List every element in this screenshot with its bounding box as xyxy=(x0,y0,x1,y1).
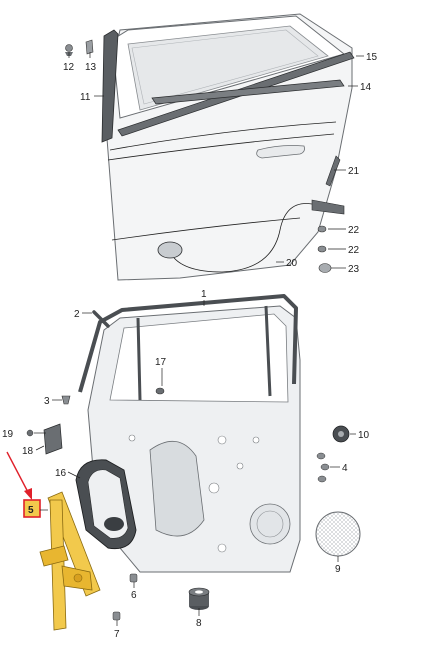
bolt-part-7 xyxy=(112,611,121,621)
bolt-part-22a xyxy=(317,225,327,233)
grommet-part-10 xyxy=(332,425,350,443)
window-seal-strip-14 xyxy=(151,79,345,105)
window-regulator-part-5 xyxy=(39,491,101,631)
callout-3: 3 xyxy=(44,396,50,407)
callout-23: 23 xyxy=(348,264,360,275)
door-handle xyxy=(256,145,305,159)
bracket-part-13 xyxy=(85,39,94,55)
callout-20: 20 xyxy=(286,258,298,269)
leader-lines xyxy=(34,52,364,626)
callout-15: 15 xyxy=(366,52,378,63)
callout-9: 9 xyxy=(335,564,341,575)
callout-19: 19 xyxy=(2,429,14,440)
highlight-indicator xyxy=(6,451,48,518)
bolt-part-17 xyxy=(155,387,165,395)
callout-6: 6 xyxy=(131,590,137,601)
callout-12: 12 xyxy=(63,62,75,73)
callout-2: 2 xyxy=(74,309,80,320)
callout-17: 17 xyxy=(155,357,167,368)
callouts: 12 13 11 15 14 21 22 22 23 20 1 2 17 3 1… xyxy=(2,52,378,640)
screw-part-19 xyxy=(26,429,34,437)
door-module-carrier-part-16 xyxy=(75,459,137,550)
tape-roll-part-8 xyxy=(188,587,210,610)
b-pillar-trim xyxy=(101,29,119,143)
handle-lever-part-21 xyxy=(325,155,341,187)
callout-14: 14 xyxy=(360,82,372,93)
inner-door-frame xyxy=(87,305,301,573)
callout-8: 8 xyxy=(196,618,202,629)
bolt-part-6 xyxy=(129,573,138,583)
callout-1: 1 xyxy=(201,289,207,300)
callout-7: 7 xyxy=(114,629,120,640)
window-frame-seal-part-1 xyxy=(78,294,298,401)
callout-13: 13 xyxy=(85,62,97,73)
callout-5: 5 xyxy=(28,505,34,516)
callout-16: 16 xyxy=(55,468,67,479)
callout-22a: 22 xyxy=(348,225,360,236)
callout-11: 11 xyxy=(80,92,91,103)
clip-part-3 xyxy=(61,395,71,405)
callout-18: 18 xyxy=(22,446,34,457)
clips-part-4 xyxy=(316,452,330,483)
callout-4: 4 xyxy=(342,463,348,474)
outer-door-panel xyxy=(103,13,353,281)
bracket-part-18 xyxy=(43,423,63,455)
guide-pin-part-2 xyxy=(92,310,110,328)
bolt-part-22b xyxy=(317,245,327,253)
callout-22b: 22 xyxy=(348,245,360,256)
callout-21: 21 xyxy=(348,166,360,177)
release-cable-part-20 xyxy=(157,199,345,273)
cap-part-23 xyxy=(318,263,332,273)
callout-10: 10 xyxy=(358,430,370,441)
speaker-cover-part-9 xyxy=(315,511,361,557)
